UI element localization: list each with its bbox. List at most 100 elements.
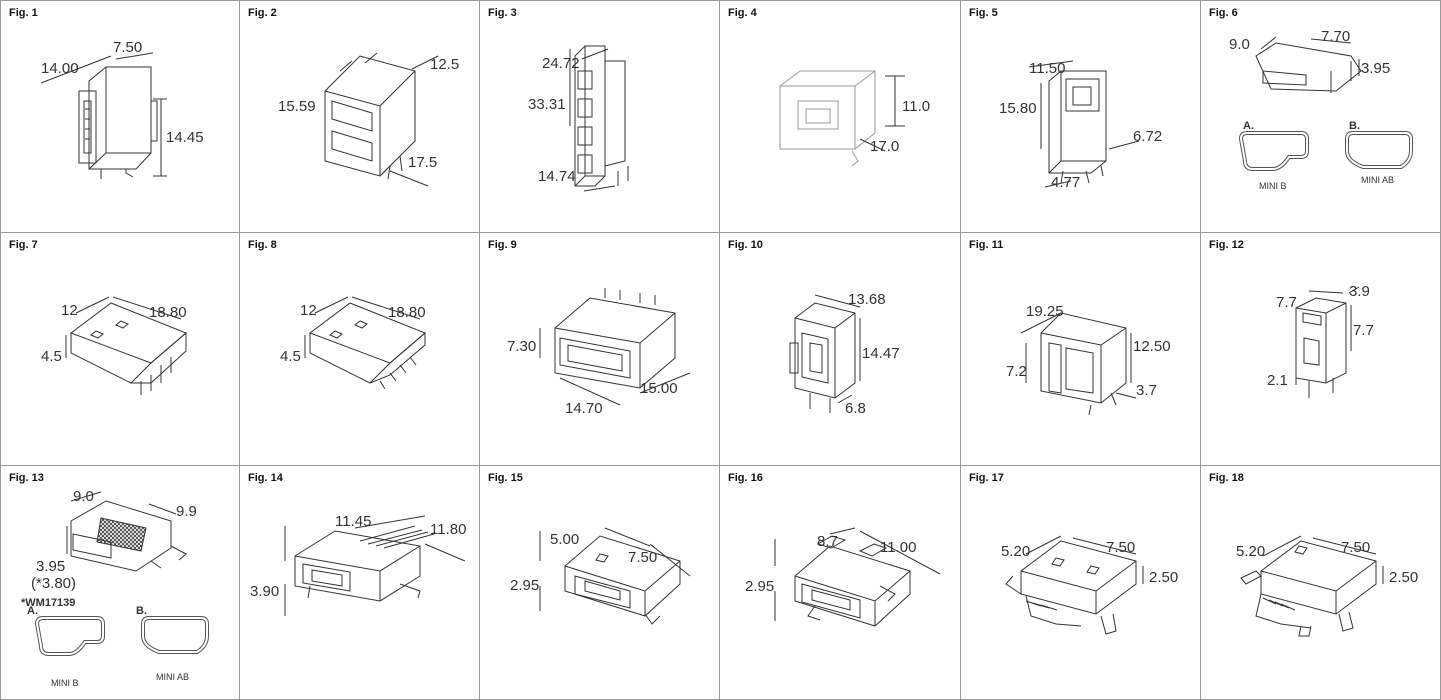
inset-letter: B. (136, 605, 147, 617)
inset-letter: A. (27, 605, 38, 617)
connector-drawing: 11.45 11.80 3.90 (250, 513, 466, 616)
dimension-label: 9.0 (73, 488, 94, 505)
figure-label: Fig. 2 (248, 7, 277, 19)
dimension-label: 33.31 (528, 96, 566, 113)
inset-letter: A. (1243, 120, 1254, 132)
dimension-label: 2.1 (1267, 372, 1288, 389)
connector-drawing: 11.50 15.80 6.72 4.77 (999, 60, 1162, 191)
figure-label: Fig. 11 (969, 239, 1004, 251)
dimension-label: 15.80 (999, 100, 1037, 117)
dimension-label: 6.8 (845, 400, 866, 417)
connector-drawing: 5.20 7.50 2.50 (1001, 535, 1178, 635)
dimension-label: 7.30 (507, 338, 536, 355)
figure-cell-9: Fig. 9 7.30 14.70 15.00 (480, 233, 720, 466)
dimension-label: 12 (300, 302, 317, 319)
figure-cell-16: Fig. 16 8.7 11.00 2.95 (720, 466, 961, 700)
figure-label: Fig. 15 (488, 472, 523, 484)
dimension-label: 3.7 (1136, 382, 1157, 399)
connector-drawing: 12 18.80 4.5 (41, 296, 187, 395)
figure-cell-15: Fig. 15 5.00 7.50 2.95 (480, 466, 720, 700)
dimension-label: 14.74 (538, 168, 576, 185)
connector-drawing: 9.0 7.70 3.95 A. B. MINI B MINI AB (1229, 28, 1413, 191)
dimension-label: 11.80 (430, 521, 466, 538)
figure-label: Fig. 9 (488, 239, 517, 251)
figure-cell-7: Fig. 7 12 18.80 4.5 (0, 233, 240, 466)
figure-label: Fig. 16 (728, 472, 763, 484)
dimension-label: 11.45 (335, 513, 371, 530)
connector-drawing: 24.72 33.31 14.74 (528, 45, 629, 192)
connector-drawing: 13.68 14.47 6.8 (789, 291, 900, 417)
dimension-label: 7.50 (113, 39, 142, 56)
dimension-label: 18.80 (388, 304, 426, 321)
figure-cell-5: Fig. 5 11.50 15.80 6.72 4.77 (961, 0, 1201, 233)
dimension-label: 2.50 (1389, 569, 1418, 586)
dimension-label: (*3.80) (31, 575, 76, 592)
dimension-label: 15.59 (278, 98, 316, 115)
dimension-label: 6.72 (1133, 128, 1162, 145)
part-note: *WM17139 (21, 597, 75, 609)
figure-cell-1: Fig. 1 14.00 7.50 14.45 (0, 0, 240, 233)
figure-cell-4: Fig. 4 11.0 17.0 (720, 0, 961, 233)
dimension-label: 4.5 (41, 348, 62, 365)
dimension-label: 24.72 (542, 55, 580, 72)
dimension-label: 14.47 (862, 345, 900, 362)
inset-letter: B. (1349, 120, 1360, 132)
figure-cell-13: Fig. 13 (0, 466, 240, 700)
connector-drawing: 12.5 15.59 17.5 (278, 52, 459, 187)
dimension-label: 12.50 (1133, 338, 1171, 355)
figure-cell-2: Fig. 2 12.5 15.59 17.5 (240, 0, 480, 233)
dimension-label: 7.50 (1106, 539, 1135, 556)
figure-label: Fig. 13 (9, 472, 44, 484)
dimension-label: 4.5 (280, 348, 301, 365)
dimension-label: 5.00 (550, 531, 579, 548)
figure-label: Fig. 8 (248, 239, 277, 251)
connector-drawing: 14.00 7.50 14.45 (40, 39, 204, 179)
figure-label: Fig. 7 (9, 239, 38, 251)
dimension-label: 9.9 (176, 503, 197, 520)
dimension-label: 11.0 (902, 98, 930, 115)
inset-caption: MINI AB (156, 672, 189, 682)
dimension-label: 7.7 (1276, 294, 1297, 311)
inset-caption: MINI B (1259, 181, 1287, 191)
figure-cell-11: Fig. 11 19.25 12.50 7.2 3.7 (961, 233, 1201, 466)
dimension-label: 4.77 (1051, 174, 1080, 191)
dimension-label: 14.00 (41, 60, 79, 77)
dimension-label: 3.9 (1349, 283, 1370, 300)
dimension-label: 5.20 (1001, 543, 1030, 560)
connector-drawing: 5.20 7.50 2.50 (1236, 535, 1418, 637)
dimension-label: 3.95 (36, 558, 65, 575)
figure-label: Fig. 6 (1209, 7, 1238, 19)
connector-drawing: 8.7 11.00 2.95 (745, 527, 941, 627)
dimension-label: 17.5 (408, 154, 437, 171)
dimension-label: 5.20 (1236, 543, 1265, 560)
figure-cell-6: Fig. 6 9.0 7.70 3.95 A. B. (1201, 0, 1441, 233)
dimension-label: 17.0 (870, 138, 899, 155)
connector-drawing: 7.30 14.70 15.00 (507, 288, 691, 417)
figure-cell-10: Fig. 10 13.68 14.47 6.8 (720, 233, 961, 466)
dimension-label: 11.00 (880, 539, 916, 556)
inset-caption: MINI AB (1361, 175, 1394, 185)
figure-cell-3: Fig. 3 24.72 33.31 14.74 (480, 0, 720, 233)
figure-label: Fig. 10 (728, 239, 763, 251)
figure-label: Fig. 1 (9, 7, 38, 19)
dimension-label: 12 (61, 302, 78, 319)
dimension-label: 13.68 (848, 291, 886, 308)
dimension-label: 19.25 (1026, 303, 1064, 320)
dimension-label: 14.45 (166, 129, 204, 146)
figure-cell-17: Fig. 17 5.20 7.50 2.50 (961, 466, 1201, 700)
dimension-label: 9.0 (1229, 36, 1250, 53)
connector-drawing: 19.25 12.50 7.2 3.7 (1006, 303, 1171, 416)
connector-drawing: 12 18.80 4.5 (280, 296, 426, 390)
dimension-label: 3.90 (250, 583, 279, 600)
dimension-label: 7.2 (1006, 363, 1027, 380)
dimension-label: 15.00 (640, 380, 678, 397)
dimension-label: 18.80 (149, 304, 187, 321)
figure-label: Fig. 4 (728, 7, 757, 19)
dimension-label: 8.7 (817, 533, 838, 550)
figure-cell-8: Fig. 8 12 18.80 4.5 (240, 233, 480, 466)
figure-label: Fig. 17 (969, 472, 1004, 484)
connector-drawing: 11.0 17.0 (779, 70, 930, 167)
dimension-label: 2.50 (1149, 569, 1178, 586)
dimension-label: 2.95 (745, 578, 774, 595)
